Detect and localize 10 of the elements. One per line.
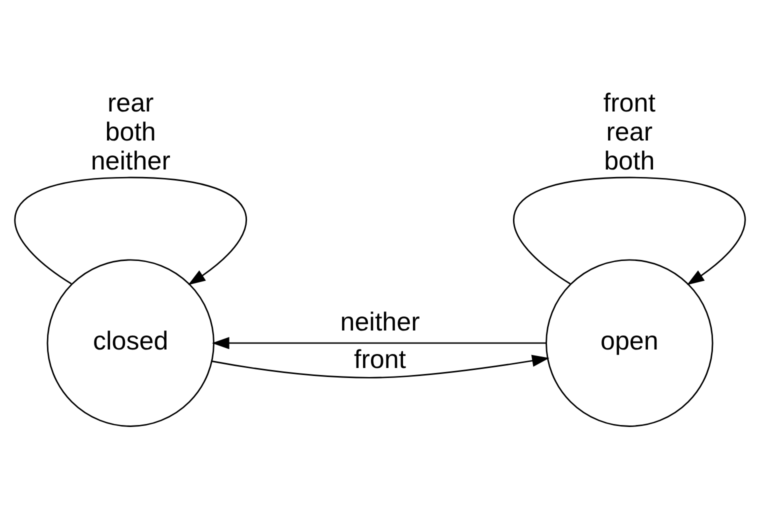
node-circle: open <box>546 259 714 427</box>
edge-label: front rear both <box>603 88 656 176</box>
arrow <box>212 354 550 378</box>
arrow <box>14 176 247 285</box>
arrow <box>212 337 546 350</box>
edge-label: neither <box>340 306 420 337</box>
edge-label: front <box>354 344 406 374</box>
node-circle: closed <box>46 259 214 427</box>
arrow <box>513 176 746 285</box>
edge-label: rear both neither <box>90 88 170 176</box>
